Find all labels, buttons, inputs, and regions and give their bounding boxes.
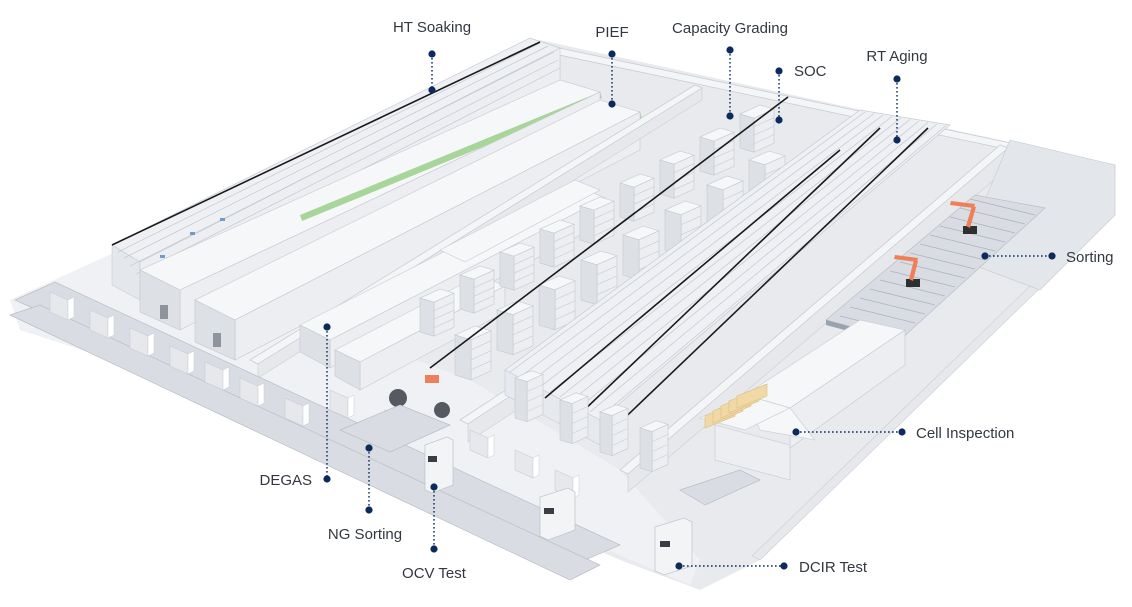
main-conveyor <box>9 281 761 581</box>
callout-label: NG Sorting <box>328 526 402 543</box>
capacity-grading-rail <box>429 96 789 369</box>
callout-anchor-dot <box>608 50 616 58</box>
cabinet-unit <box>539 219 575 268</box>
callout-ht-soaking[interactable]: HT Soaking <box>393 19 471 94</box>
rt-aging-rail-1 <box>544 149 841 399</box>
callouts: HT Soaking PIEF Capacity Grading SOC RT … <box>259 19 1113 582</box>
rt-aging-rail-2 <box>579 127 881 415</box>
callout-ng-sorting[interactable]: NG Sorting <box>328 444 402 543</box>
callout-anchor-dot <box>726 46 734 54</box>
callout-label: HT Soaking <box>393 19 471 36</box>
callout-anchor-dot <box>780 562 788 570</box>
cabinet-unit <box>538 275 576 331</box>
cabinet-unit <box>579 196 615 245</box>
cabinet-unit <box>499 242 535 291</box>
callout-target-dot <box>428 86 436 94</box>
callout-target-dot <box>430 483 438 491</box>
callout-target-dot <box>323 323 331 331</box>
callout-capacity-grading[interactable]: Capacity Grading <box>672 20 788 120</box>
callout-label: DEGAS <box>259 472 312 489</box>
callout-label: OCV Test <box>402 565 467 582</box>
callout-degas[interactable]: DEGAS <box>259 323 331 489</box>
cabinet-unit <box>639 420 669 473</box>
callout-label: RT Aging <box>866 48 927 65</box>
sorting-zone <box>825 139 1116 345</box>
callout-target-dot <box>365 444 373 452</box>
callout-target-dot <box>775 116 783 124</box>
callout-cell-inspection[interactable]: Cell Inspection <box>792 425 1014 442</box>
callout-dcir-test[interactable]: DCIR Test <box>675 559 868 576</box>
degas-zone <box>299 179 606 418</box>
callout-target-dot <box>893 136 901 144</box>
cabinet-unit <box>496 300 534 356</box>
callout-label: PIEF <box>595 24 628 41</box>
callout-target-dot <box>792 428 800 436</box>
cabinet-unit <box>419 288 455 337</box>
rt-aging-zone <box>504 109 951 473</box>
cell-inspection-zone <box>699 319 906 481</box>
cabinet-unit <box>659 150 695 199</box>
callout-anchor-dot <box>1048 252 1056 260</box>
callout-sorting[interactable]: Sorting <box>981 249 1114 266</box>
callout-label: SOC <box>794 63 827 80</box>
ht-soaking-stacker-rail <box>111 41 541 246</box>
ng-sorting-zone <box>339 404 451 453</box>
ocv-test-zone <box>424 436 454 494</box>
callout-target-dot <box>726 112 734 120</box>
callout-anchor-dot <box>893 75 901 83</box>
callout-rt-aging[interactable]: RT Aging <box>866 48 928 144</box>
robot-arm-2 <box>894 255 920 287</box>
dcir-test-zone <box>539 487 693 576</box>
cabinet-unit <box>454 325 492 381</box>
callout-label: Sorting <box>1066 249 1114 266</box>
front-partitions <box>49 291 580 499</box>
callout-target-dot <box>981 252 989 260</box>
callout-anchor-dot <box>775 67 783 75</box>
callout-target-dot <box>675 562 683 570</box>
callout-pief[interactable]: PIEF <box>595 24 629 108</box>
callout-soc[interactable]: SOC <box>775 63 827 124</box>
callout-anchor-dot <box>430 545 438 553</box>
callout-label: Cell Inspection <box>916 425 1014 442</box>
callout-anchor-dot <box>428 50 436 58</box>
callout-anchor-dot <box>323 475 331 483</box>
callout-anchor-dot <box>898 428 906 436</box>
callout-ocv-test[interactable]: OCV Test <box>402 483 467 582</box>
cabinet-unit <box>619 173 655 222</box>
cabinet-unit <box>599 404 629 457</box>
rt-aging-rail-3 <box>611 127 929 431</box>
cabinet-unit <box>459 265 495 314</box>
callout-anchor-dot <box>365 506 373 514</box>
robot-arm-1 <box>950 201 977 234</box>
cabinet-unit <box>514 370 544 423</box>
cabinet-unit <box>559 392 589 445</box>
callout-target-dot <box>608 100 616 108</box>
callout-label: Capacity Grading <box>672 20 788 37</box>
cabinet-unit <box>699 127 735 176</box>
pief-zone <box>139 79 642 361</box>
capacity-grading-zone <box>419 104 775 337</box>
callout-label: DCIR Test <box>799 559 868 576</box>
